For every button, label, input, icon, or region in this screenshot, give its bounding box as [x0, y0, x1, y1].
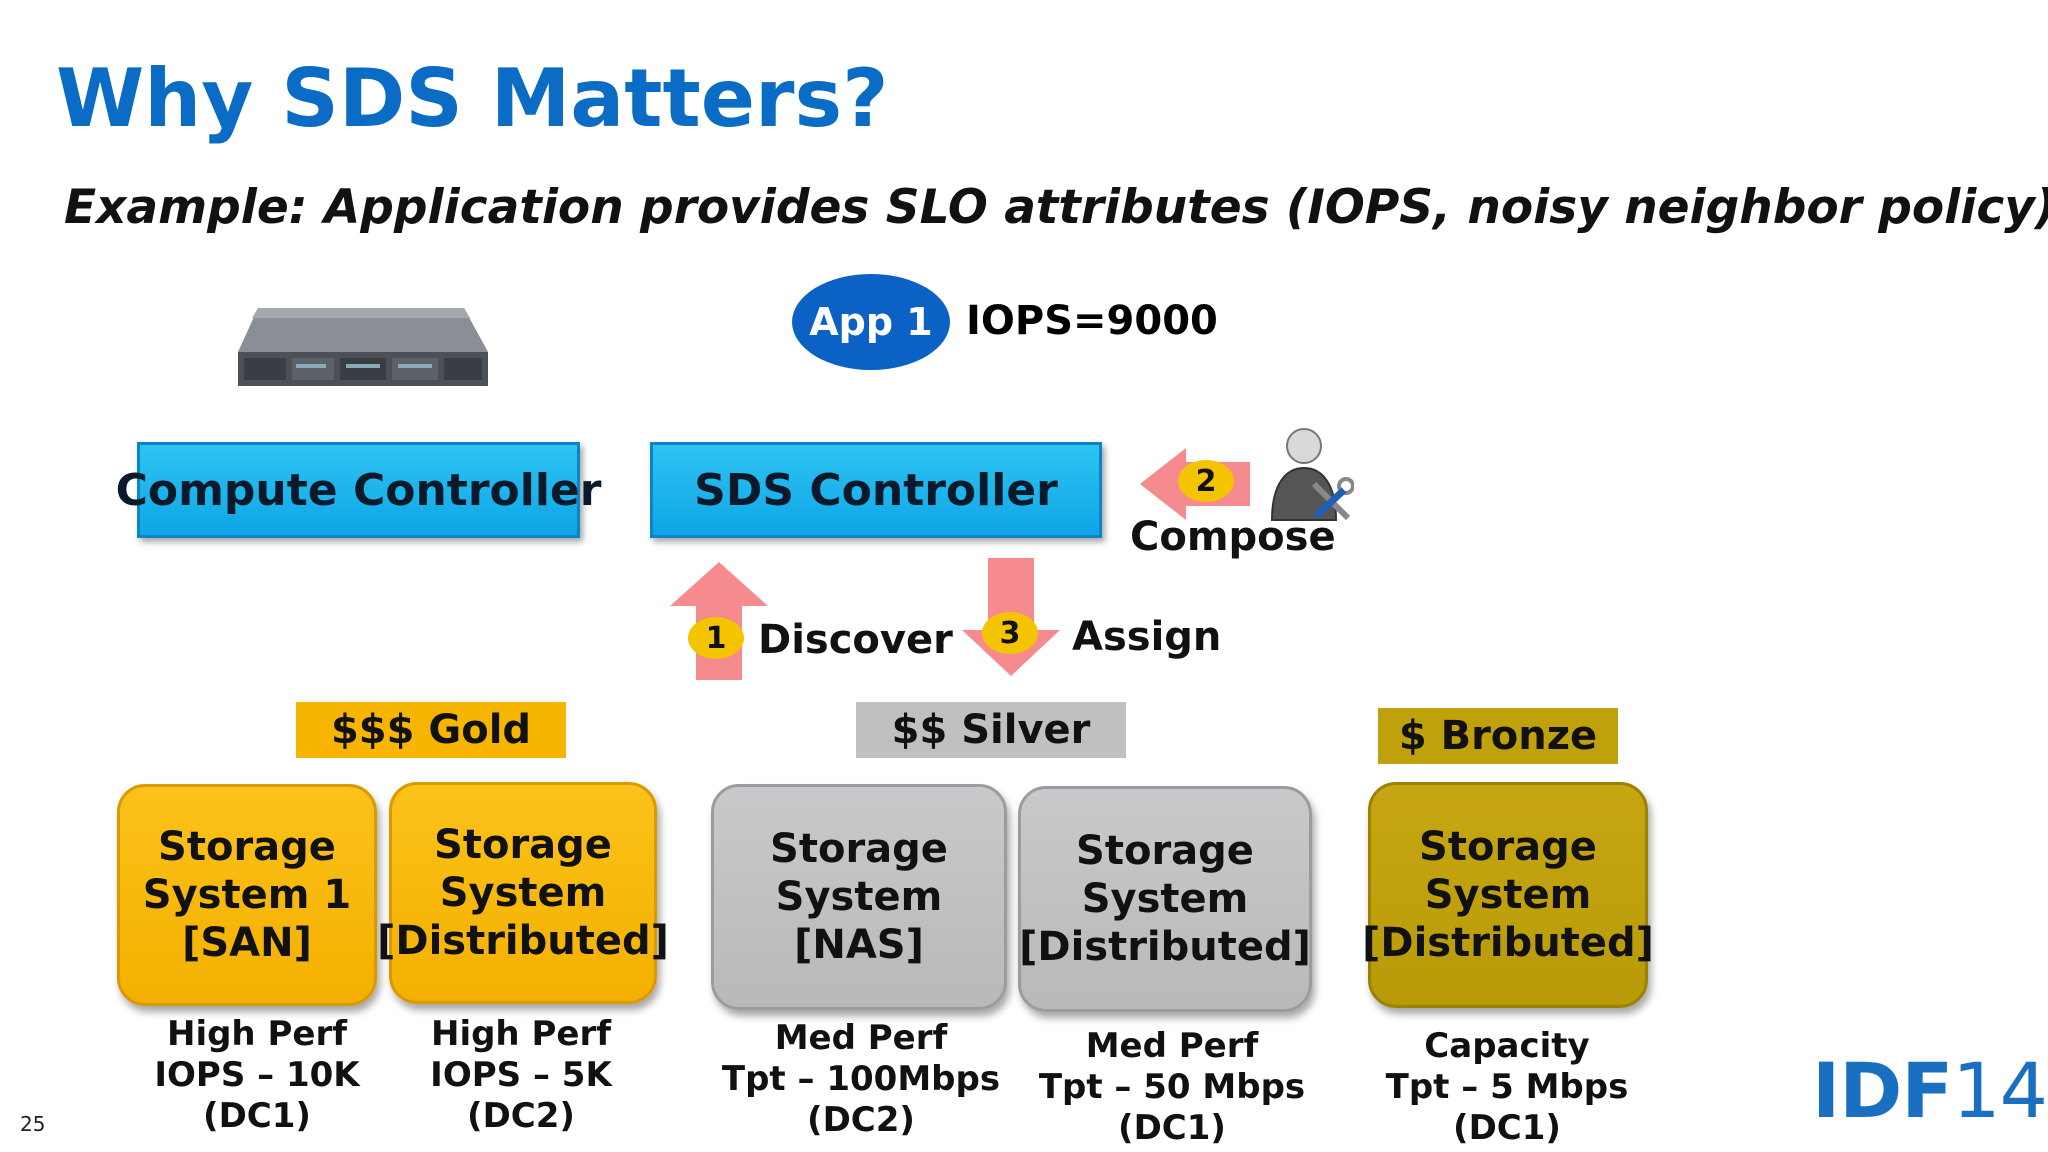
storage-name-line: [Distributed] — [1362, 920, 1654, 966]
caption-line: Capacity — [1424, 1026, 1590, 1066]
caption-line: Tpt – 50 Mbps — [1038, 1067, 1306, 1107]
app-iops-value: IOPS=9000 — [966, 298, 1218, 344]
caption-line: Med Perf — [1085, 1026, 1259, 1066]
slide-number: 25 — [20, 1112, 46, 1136]
storage-name-line: System — [775, 874, 943, 920]
storage-name-line: System — [439, 870, 607, 916]
logo-suffix: 14 — [1952, 1046, 2048, 1135]
storage-name-line: System — [1424, 872, 1592, 918]
page-subtitle: Example: Application provides SLO attrib… — [64, 180, 2048, 235]
storage-name-line: System — [1081, 876, 1249, 922]
storage-name-line: Storage — [158, 824, 336, 870]
step-2-badge: 2 — [1178, 460, 1234, 502]
admin-tools-icon — [1270, 428, 1354, 521]
page-title: Why SDS Matters? — [56, 52, 889, 145]
idf-logo: IDF14 — [1812, 1046, 2048, 1135]
caption-line: High Perf — [166, 1014, 348, 1054]
sds-controller-box: SDS Controller — [650, 442, 1102, 538]
storage-name-line: [Distributed] — [377, 918, 669, 964]
storage-name-line: [Distributed] — [1019, 924, 1311, 970]
step-3-badge: 3 — [982, 612, 1038, 654]
step-2-label: Compose — [1130, 514, 1336, 560]
step-3-label: Assign — [1072, 614, 1222, 660]
step-1-label: Discover — [758, 617, 953, 663]
tier-bronze-label: $ Bronze — [1378, 708, 1618, 764]
caption-line: Med Perf — [774, 1018, 948, 1058]
storage-name-line: [SAN] — [182, 920, 312, 966]
storage-name-line: Storage — [1076, 828, 1254, 874]
caption-line: (DC1) — [203, 1096, 311, 1136]
caption-line: (DC2) — [807, 1100, 915, 1140]
storage-name-line: System 1 — [142, 872, 352, 918]
storage-name-line: Storage — [1419, 824, 1597, 870]
compute-controller-box: Compute Controller — [116, 442, 601, 538]
caption-line: IOPS – 5K — [430, 1055, 612, 1095]
caption-line: High Perf — [430, 1014, 612, 1054]
caption-line: IOPS – 10K — [154, 1055, 360, 1095]
caption-line: (DC1) — [1453, 1108, 1561, 1148]
caption-line: (DC1) — [1118, 1108, 1226, 1148]
storage-name-line: [NAS] — [794, 922, 924, 968]
storage-name-line: Storage — [434, 822, 612, 868]
step-1-badge: 1 — [688, 617, 744, 659]
caption-line: Tpt – 100Mbps — [721, 1059, 1001, 1099]
app-ellipse: App 1 — [792, 274, 950, 370]
caption-line: Tpt – 5 Mbps — [1385, 1067, 1629, 1107]
tier-silver-label: $$ Silver — [856, 702, 1126, 758]
caption-line: (DC2) — [467, 1096, 575, 1136]
server-rack-icon — [238, 308, 488, 386]
tier-gold-label: $$$ Gold — [296, 702, 566, 758]
logo-prefix: IDF — [1812, 1046, 1953, 1135]
storage-name-line: Storage — [770, 826, 948, 872]
